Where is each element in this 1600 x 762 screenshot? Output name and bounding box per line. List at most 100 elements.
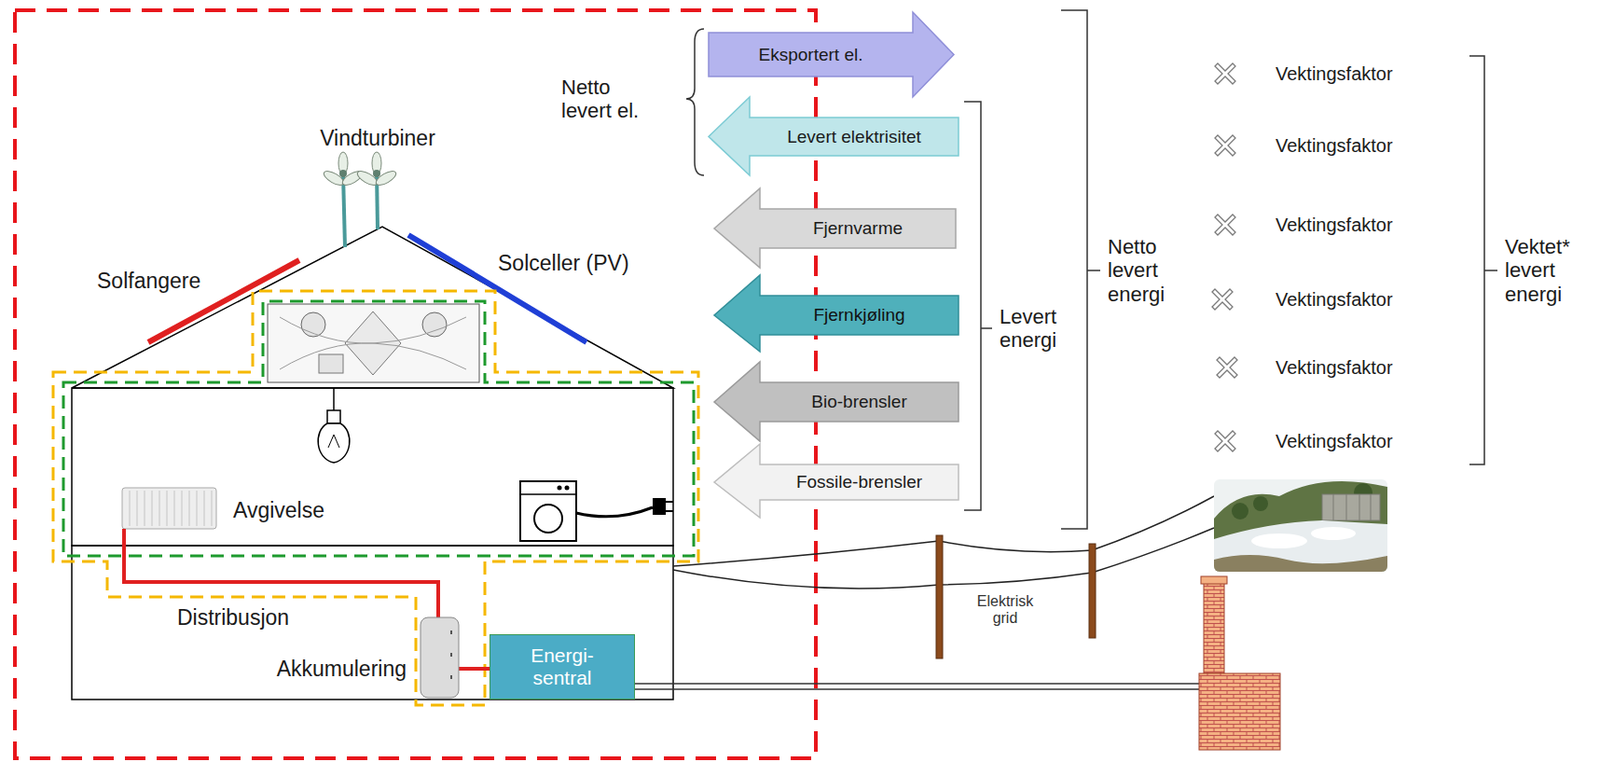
basement-outline [71,545,674,700]
energy-flow-arrow: Eksportert el. [708,12,954,97]
photo-tree [1231,502,1249,520]
diagram-label: Vektingsfaktor [1275,357,1394,379]
diagram-label: Distribusjon [177,605,290,630]
machine-knob [565,485,570,491]
energy-central-box: Energi- sentral [489,634,635,700]
flow-label: Eksportert el. [758,44,864,66]
supply-pipe [458,666,490,671]
bracket [1061,10,1101,529]
arrow-outline [714,275,959,352]
chimney-cap [1200,576,1228,584]
machine-panel [520,493,577,496]
power-plant [1199,673,1281,750]
green-boundary [63,301,694,556]
bulb-base [327,410,341,424]
chimney [1203,581,1225,674]
district-pipe [634,683,1201,690]
wind-turbine [355,151,399,230]
diagram-label: Netto levert el. [561,75,655,124]
arrow-outline [714,361,959,442]
tank-fittings [450,630,453,679]
diagram-label: Vektingsfaktor [1275,63,1394,85]
photo-water [1213,520,1388,572]
radiator-body [122,487,217,529]
flow-label: Bio-brensler [811,391,907,413]
arrow-outline [708,12,954,97]
air-path [279,317,467,370]
storage-tank [420,617,459,698]
grid-wire [673,527,1214,589]
multiply-sign [1212,289,1233,310]
multiply-sign [1214,135,1236,156]
multiply-sign [1214,63,1236,84]
arrow-outline [708,96,959,176]
yellow-boundary [53,290,699,705]
photo-tree [1253,496,1269,511]
flow-label: Fjernvarme [813,218,903,239]
washing-machine [520,481,674,541]
diagram-label: Vektingsfaktor [1275,430,1394,453]
flow-label: Fjernkjøling [813,304,905,326]
wind-turbine [321,151,365,248]
turbine-hub [372,169,381,178]
diagram-label: Akkumulering [276,656,407,681]
photo-foam [1251,533,1308,549]
photo-sky [1213,479,1388,572]
diagram-label: Elektrisk grid [977,593,1034,628]
diagram-label: Vektingsfaktor [1275,135,1394,157]
box-label: Energi- sentral [530,644,594,690]
radiator [122,487,217,529]
diagram-label: Vektingsfaktor [1275,289,1394,311]
ventilation-unit [267,303,480,383]
multiply-sign [1214,430,1236,452]
diagram-label: Vektet* levert energi [1504,234,1571,306]
bracket [1469,55,1498,465]
multiply-sign [1216,357,1238,378]
light-bulb [317,387,350,463]
power-cord [576,507,653,517]
distribution-pipe [124,528,439,618]
bracket [964,101,993,511]
bulb-cord [332,387,335,411]
ventilation-casing [267,303,480,383]
energy-flow-arrow: Fjernvarme [714,188,956,268]
hydro-power-photo [1213,479,1388,572]
diagram-label: Avgivelse [233,497,325,523]
energy-flow-arrow: Bio-brensler [714,361,959,442]
diagram-label: Solfangere [96,268,201,293]
bulb-glass [317,423,350,463]
machine-door [534,504,563,533]
system-boundary [14,10,816,759]
energy-flow-arrow: Fossile-brensler [714,443,959,518]
heater-symbol [318,354,344,373]
plug-pins [665,501,674,511]
curly-brace [686,28,704,176]
machine-body [520,481,577,541]
photo-riverbank [1213,554,1388,572]
arrow-outline [714,443,959,518]
arrow-outline [714,188,956,268]
grid-pole [936,535,943,659]
diagram-label: Vektingsfaktor [1275,214,1394,236]
floor-outline [71,387,674,546]
diagram-label: Vindturbiner [319,125,436,151]
flow-label: Fossile-brensler [796,471,923,493]
grid-pole [1089,543,1096,638]
bulb-filament [328,434,340,448]
diagram-label: Netto levert energi [1107,234,1165,306]
photo-dam [1322,494,1380,521]
flow-label: Levert elektrisitet [786,126,922,148]
energy-flow-arrow: Levert elektrisitet [708,96,959,176]
diagram-label: Levert energi [999,304,1057,353]
photo-hills [1213,481,1388,572]
photo-foam [1310,526,1356,540]
turbine-hub [339,169,347,178]
machine-knob [557,485,563,491]
fan-symbol [422,312,447,337]
diagram-label: Solceller (PV) [497,250,630,276]
radiator-fins [129,490,212,526]
multiply-sign [1214,214,1236,235]
power-plug [652,497,666,515]
